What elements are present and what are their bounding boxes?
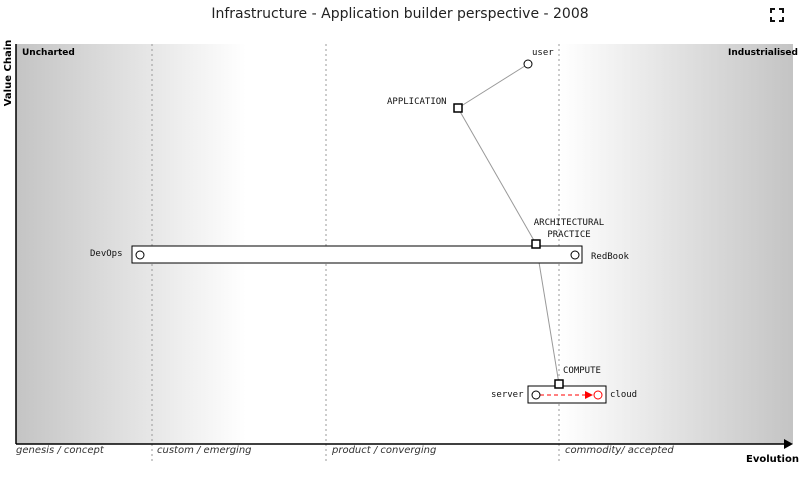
map-title: Infrastructure - Application builder per… [211, 6, 589, 22]
redbook-label[interactable]: RedBook [591, 252, 629, 262]
y-axis-label: Value Chain [3, 39, 14, 107]
user-label[interactable]: user [532, 48, 554, 58]
stage-genesis: genesis / concept [16, 445, 104, 456]
architectural-practice-node [531, 239, 541, 249]
server-label[interactable]: server [491, 390, 524, 400]
x-axis-label: Evolution [746, 454, 799, 465]
stage-product: product / converging [332, 445, 437, 456]
stage-custom: custom / emerging [157, 445, 252, 456]
server-node [531, 390, 541, 400]
architectural-practice-label[interactable]: ARCHITECTURAL PRACTICE [533, 218, 605, 240]
link-application-practice [457, 107, 537, 245]
link-practice-compute [535, 243, 560, 385]
compute-label[interactable]: COMPUTE [563, 366, 601, 376]
devops-node [135, 250, 145, 260]
uncharted-zone [16, 44, 246, 444]
industrialised-label: Industrialised [728, 48, 798, 58]
pipeline-architectural-practice [131, 245, 583, 264]
industrialised-zone [560, 44, 793, 444]
link-user-application [457, 63, 529, 109]
uncharted-label: Uncharted [22, 48, 75, 58]
cloud-node [593, 390, 603, 400]
application-label[interactable]: APPLICATION [387, 97, 447, 107]
stage-commodity: commodity/ accepted [565, 445, 674, 456]
compute-node [554, 379, 564, 389]
x-axis-arrowhead [784, 439, 793, 449]
application-node [453, 103, 463, 113]
devops-label[interactable]: DevOps [90, 249, 123, 259]
cloud-label[interactable]: cloud [610, 390, 638, 400]
fullscreen-icon[interactable] [770, 8, 784, 22]
user-node [523, 59, 533, 69]
redbook-node [570, 250, 580, 260]
